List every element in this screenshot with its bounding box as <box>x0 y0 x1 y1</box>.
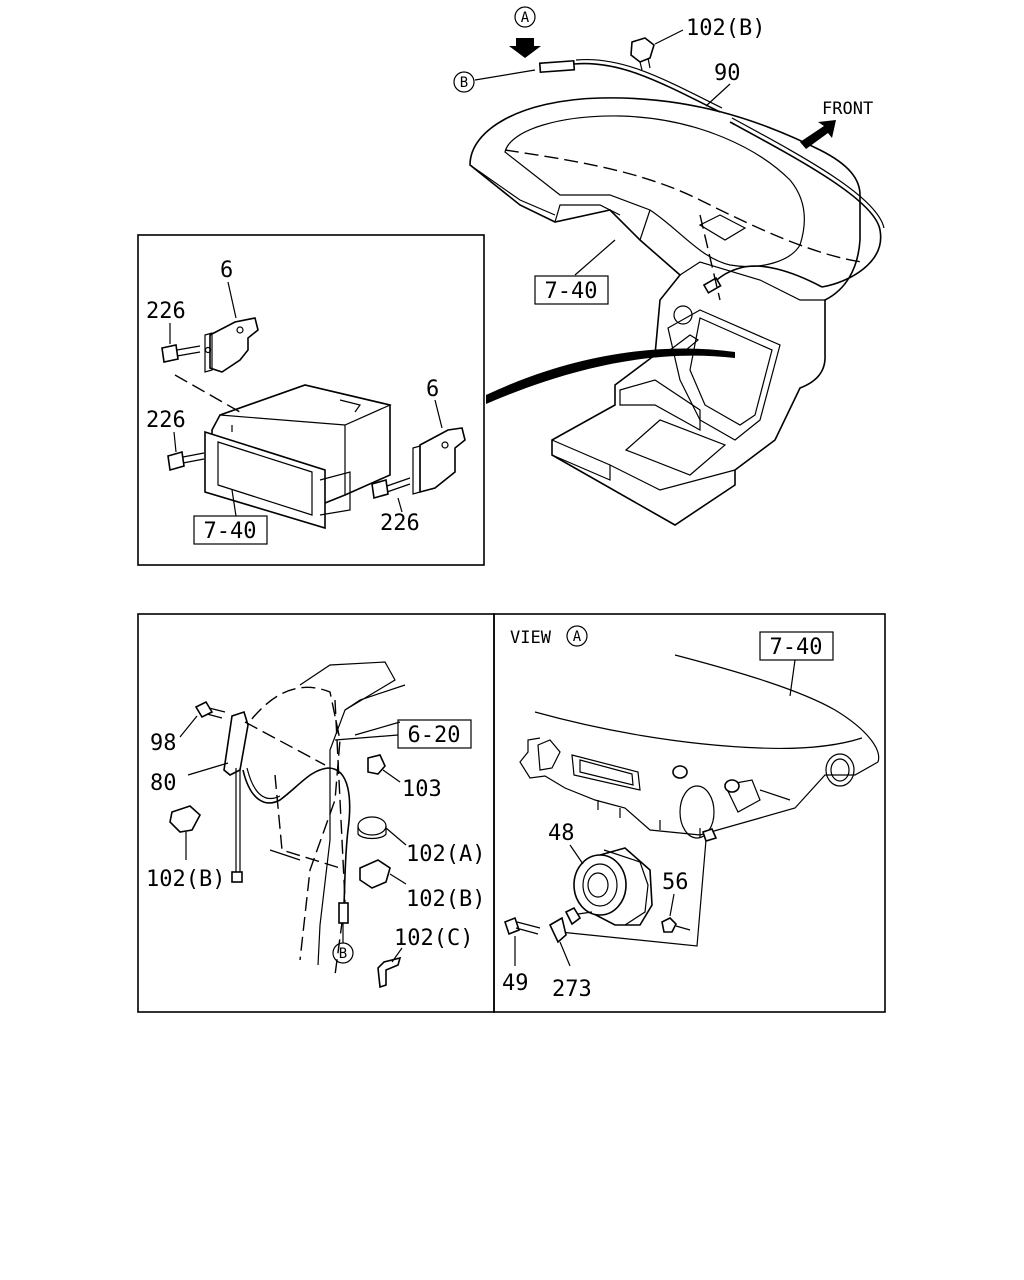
ref-6-20-box <box>397 719 472 749</box>
label-102b-left: 102(B) <box>146 867 225 892</box>
marker-b-top-label: B <box>460 75 468 91</box>
marker-b-top-circle <box>453 71 475 93</box>
ref-6-20: 6-20 <box>408 723 461 748</box>
ref-7-40-inset-box <box>193 515 268 545</box>
antenna-bracket-80 <box>223 710 249 776</box>
band-102a <box>357 816 387 836</box>
screw-226-lower <box>371 478 389 500</box>
ref-7-40-inset: 7-40 <box>204 519 257 544</box>
clip-102b-top <box>630 37 655 63</box>
antenna-cable-end <box>538 59 576 74</box>
speaker-view-panel: VIEW A 7-40 48 56 <box>493 613 886 1013</box>
label-98: 98 <box>150 731 177 756</box>
label-103: 103 <box>402 777 442 802</box>
clip-102b-mid <box>359 859 391 889</box>
antenna-routing-panel: 98 80 102(B) 6-20 103 102(A) 102(B <box>137 613 495 1013</box>
screw-98 <box>194 700 214 719</box>
label-80: 80 <box>150 771 177 796</box>
nut-56 <box>661 917 677 933</box>
ref-7-40-top: 7-40 <box>545 279 598 304</box>
screw-226-upper <box>161 344 179 363</box>
antenna-plug <box>702 276 722 294</box>
label-49: 49 <box>502 971 529 996</box>
label-102b-top: 102(B) <box>686 16 765 41</box>
label-102a: 102(A) <box>406 842 485 867</box>
inset-pointer <box>486 348 735 404</box>
screw-49 <box>504 916 520 936</box>
view-marker-label: A <box>573 629 582 645</box>
label-6-right: 6 <box>426 377 439 402</box>
label-226-upper: 226 <box>146 299 186 324</box>
label-273: 273 <box>552 977 592 1002</box>
front-arrow-icon <box>800 120 836 149</box>
label-102b-mid: 102(B) <box>406 887 485 912</box>
front-label: FRONT <box>822 99 873 119</box>
label-226-lower: 226 <box>380 511 420 536</box>
label-6-upper: 6 <box>220 258 233 283</box>
bottom-right-frame <box>493 613 886 1013</box>
inset-frame <box>137 234 485 566</box>
antenna-cable <box>573 62 882 288</box>
ref-7-40-top-box <box>534 275 609 305</box>
clip-103 <box>367 754 386 775</box>
view-text: VIEW <box>510 628 552 648</box>
label-102c: 102(C) <box>394 926 473 951</box>
antenna-cable-lower <box>242 767 351 906</box>
marker-a-circle <box>514 6 536 28</box>
marker-b-bottom-circle <box>332 942 354 964</box>
down-arrow-icon <box>509 38 541 58</box>
label-226-mid: 226 <box>146 408 186 433</box>
clip-102c <box>377 956 402 989</box>
ref-7-40-view-box <box>759 631 834 661</box>
label-90: 90 <box>714 61 741 86</box>
clip-102b-left <box>169 805 202 833</box>
marker-b-bottom-label: B <box>339 946 347 962</box>
screw-226-mid <box>167 450 185 472</box>
view-marker-circle <box>566 625 588 647</box>
label-48: 48 <box>548 821 575 846</box>
label-56: 56 <box>662 870 689 895</box>
clip-273 <box>548 916 567 944</box>
dashboard-illustration: A B 102(B) 90 FRONT <box>453 6 885 526</box>
inset-pocket-bracket: 6 226 226 6 226 7-40 <box>137 234 485 566</box>
marker-a-label: A <box>521 10 530 26</box>
ref-7-40-view: 7-40 <box>770 635 823 660</box>
